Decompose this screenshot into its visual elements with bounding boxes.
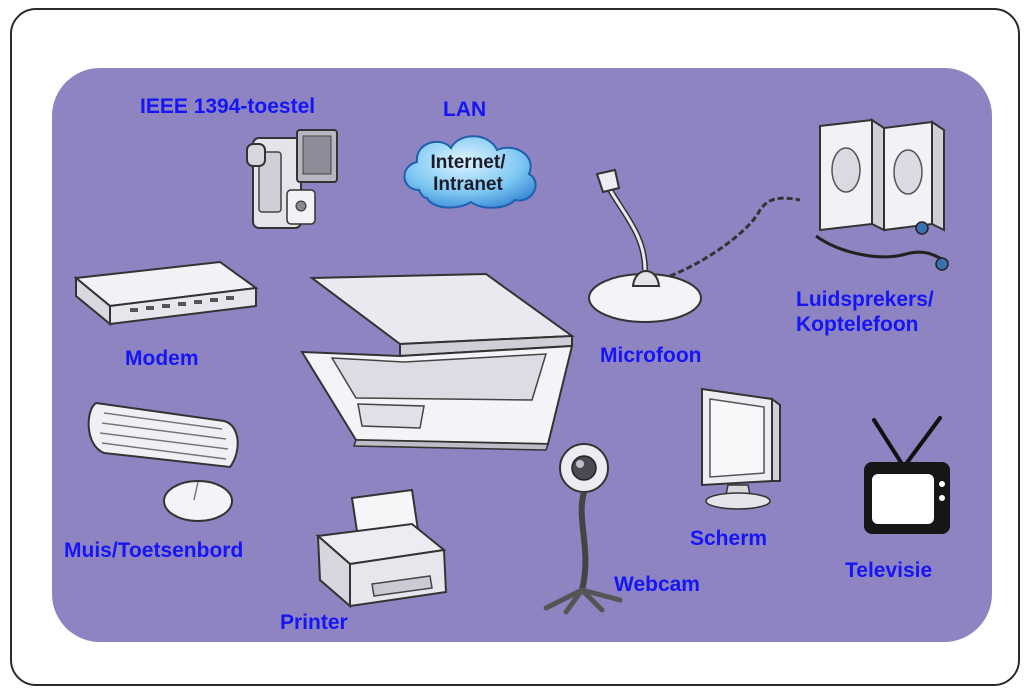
laptop-icon	[300, 272, 575, 451]
label-ieee1394: IEEE 1394-toestel	[140, 95, 316, 118]
label-webcam: Webcam	[614, 573, 700, 596]
label-tv: Televisie	[845, 559, 933, 582]
webcam-icon	[543, 443, 623, 615]
mic-cable	[669, 196, 801, 278]
label-monitor: Scherm	[690, 527, 768, 550]
cloud-icon: Internet/ Intranet	[403, 135, 537, 209]
camcorder-icon	[246, 129, 338, 229]
printer-icon	[315, 488, 448, 609]
cloud-line2: Intranet	[433, 174, 503, 195]
mouse-icon	[163, 480, 233, 522]
label-modem: Modem	[125, 347, 199, 370]
microphone-icon	[588, 168, 702, 323]
label-speakers-line1: Luidsprekers/	[796, 288, 934, 311]
label-lan: LAN	[443, 98, 487, 121]
label-printer: Printer	[280, 611, 348, 634]
modem-icon	[73, 260, 259, 327]
television-icon	[864, 416, 950, 534]
speakers-icon	[815, 118, 949, 271]
keyboard-icon	[87, 401, 239, 469]
label-mouse-keyboard: Muis/Toetsenbord	[64, 539, 244, 562]
label-speakers-line2: Koptelefoon	[796, 313, 919, 336]
monitor-icon	[701, 387, 781, 510]
label-microphone: Microfoon	[600, 344, 702, 367]
label-speakers: Luidsprekers/ Koptelefoon	[796, 287, 934, 337]
cloud-line1: Internet/	[431, 152, 507, 173]
